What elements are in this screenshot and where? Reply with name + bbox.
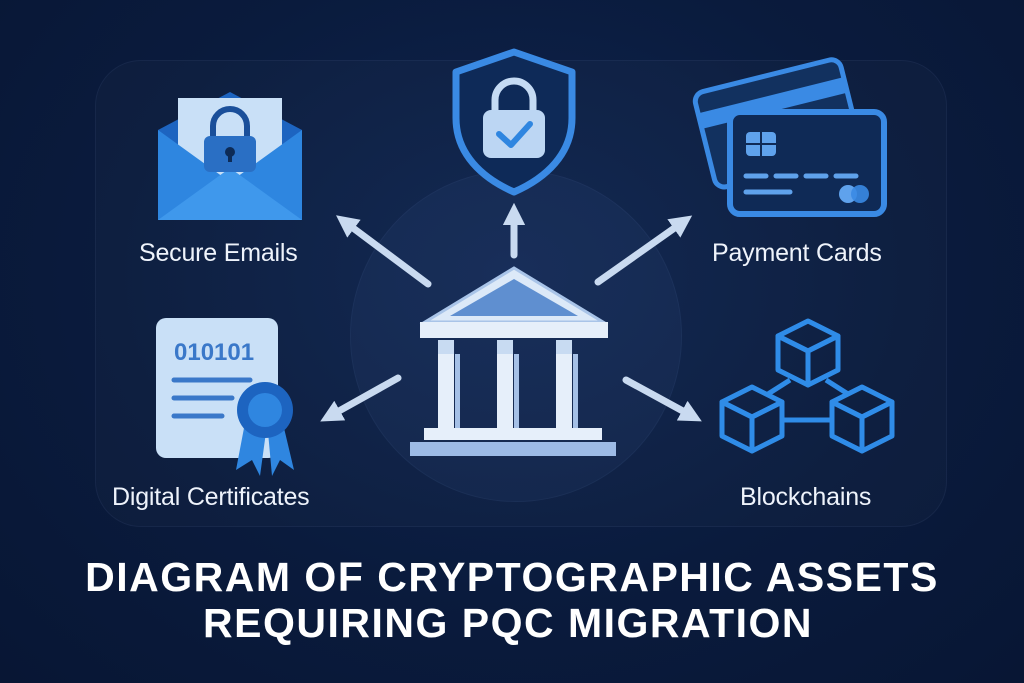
arrows — [320, 202, 702, 422]
arrow-to-digital-certificates — [320, 374, 402, 422]
certificate-code-text: 010101 — [174, 339, 254, 366]
blockchains-label: Blockchains — [740, 483, 872, 511]
bank-building-icon — [410, 266, 616, 456]
envelope-lock-icon — [158, 92, 302, 220]
diagram-title-line-1: DIAGRAM OF CRYPTOGRAPHIC ASSETS — [85, 554, 939, 600]
arrow-to-blockchains — [622, 376, 702, 422]
blockchain-cubes-icon — [719, 318, 895, 454]
payment-cards-label: Payment Cards — [712, 239, 882, 267]
arrow-to-secure-emails — [336, 215, 432, 288]
cube-bottom-left — [719, 384, 785, 454]
secure-emails-label: Secure Emails — [139, 239, 298, 267]
cube-top — [775, 318, 841, 388]
payment-cards-icon — [692, 57, 887, 217]
diagram-title-line-2: REQUIRING PQC MIGRATION — [202, 600, 814, 646]
digital-certificates-label: Digital Certificates — [112, 483, 310, 511]
certificate-icon: 010101 — [156, 318, 294, 476]
shield-lock-icon — [452, 48, 576, 196]
cube-bottom-right — [829, 384, 895, 454]
arrow-to-payment-cards — [594, 215, 693, 286]
